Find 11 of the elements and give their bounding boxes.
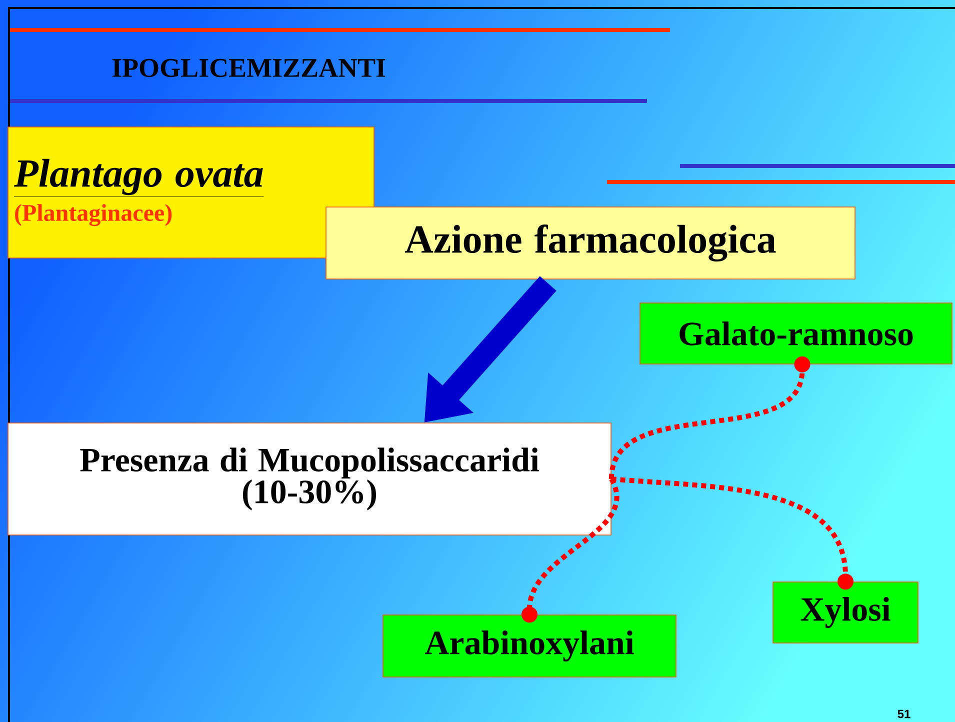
page-number: 51 xyxy=(898,710,910,718)
component-box: Arabinoxylani xyxy=(382,614,676,678)
connector-arrow xyxy=(522,478,619,623)
connector-arrow xyxy=(611,476,854,590)
species-box: Plantago ovata (Plantaginacee) xyxy=(8,126,374,258)
component-box: Xylosi xyxy=(772,582,918,644)
connector-arrow xyxy=(608,356,810,480)
component-box: Galato-ramnoso xyxy=(640,302,952,364)
heading-box: Azione farmacologica xyxy=(326,206,856,280)
slide-title: IPOGLICEMIZZANTI xyxy=(112,58,386,78)
content-box: Presenza di Mucopolissaccaridi (10-30%) xyxy=(8,422,612,536)
